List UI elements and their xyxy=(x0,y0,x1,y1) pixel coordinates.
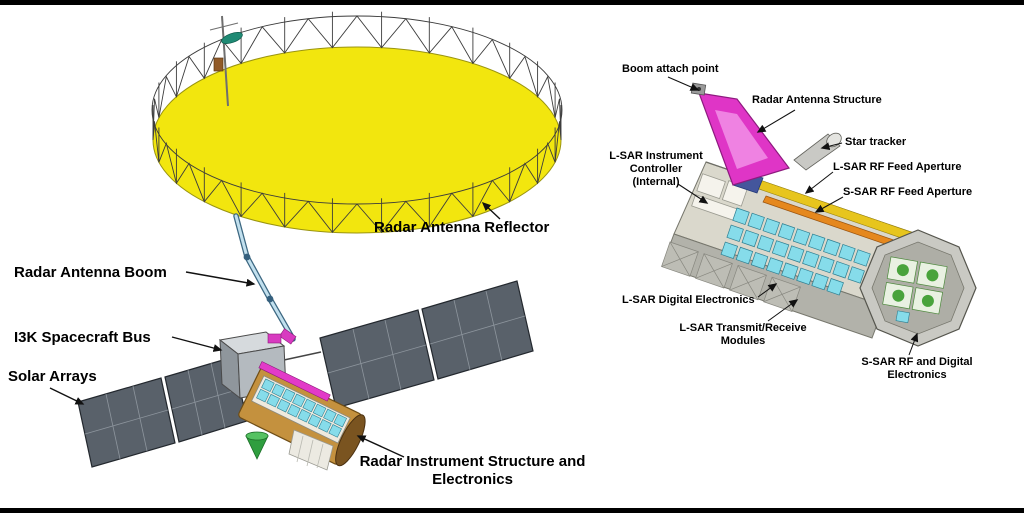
callout-arrows-left xyxy=(49,201,501,458)
callout-arrows-right xyxy=(667,76,919,356)
arrow-ssar-feed xyxy=(814,196,844,213)
radar-antenna-boom-shape xyxy=(233,213,297,345)
aft-octagon-ring xyxy=(859,229,977,347)
instrument-cutaway xyxy=(661,76,977,356)
arrow-boom-attach xyxy=(667,76,700,91)
label-spacecraft-bus: I3K Spacecraft Bus xyxy=(14,329,151,346)
arrow-antenna-structure xyxy=(756,109,796,133)
radar-instrument-shape xyxy=(238,361,366,471)
label-solar-arrays: Solar Arrays xyxy=(8,368,97,385)
radar-antenna-reflector-shape xyxy=(152,46,562,234)
arrow-ssar-electronics xyxy=(908,332,919,356)
label-radar-instrument: Radar Instrument Structure and Electroni… xyxy=(359,453,586,488)
arrow-boom xyxy=(185,271,256,287)
boom-hinge-fitting xyxy=(278,328,297,345)
radar-antenna-structure-shape xyxy=(698,92,790,186)
arrow-trm xyxy=(767,299,799,322)
label-boom-attach-point: Boom attach point xyxy=(622,63,719,75)
arrow-instrument xyxy=(356,435,405,458)
top-border-bar xyxy=(0,0,1024,5)
arrow-bus xyxy=(171,336,223,352)
ssar-electronics-boards xyxy=(882,256,948,324)
arrow-lsar-feed xyxy=(804,171,834,194)
spacecraft-overview xyxy=(49,11,563,471)
array-strut-right xyxy=(283,351,322,361)
label-star-tracker: Star tracker xyxy=(845,136,907,148)
arrow-star-tracker xyxy=(820,142,843,151)
arrow-controller xyxy=(677,183,709,204)
label-lsar-instrument-controller: L-SAR Instrument Controller (Internal) xyxy=(609,150,703,188)
label-lsar-rf-feed-aperture: L-SAR RF Feed Aperture xyxy=(833,161,962,173)
label-lsar-transmit-receive-modules: L-SAR Transmit/Receive Modules xyxy=(679,322,807,347)
reflector-truss xyxy=(151,11,563,234)
arrow-digital-electronics xyxy=(757,283,778,298)
solar-array-right xyxy=(319,280,534,409)
label-ssar-rf-feed-aperture: S-SAR RF Feed Aperture xyxy=(843,186,973,198)
label-ssar-rf-digital-electronics: S-SAR RF and Digital Electronics xyxy=(861,356,973,381)
arrow-reflector xyxy=(481,201,501,220)
label-lsar-digital-electronics: L-SAR Digital Electronics xyxy=(622,294,755,306)
reflector-mast xyxy=(209,15,243,107)
lsar-transmit-receive-modules-shape xyxy=(720,207,871,296)
label-radar-antenna-structure: Radar Antenna Structure xyxy=(752,94,882,106)
boom-attach-fitting xyxy=(690,82,707,96)
arrow-solar xyxy=(49,387,85,405)
label-radar-antenna-reflector: Radar Antenna Reflector xyxy=(374,219,550,236)
bottom-border-bar xyxy=(0,508,1024,513)
label-radar-antenna-boom: Radar Antenna Boom xyxy=(14,264,167,281)
mast-feed-horn xyxy=(221,31,243,45)
aft-cone xyxy=(245,431,269,460)
